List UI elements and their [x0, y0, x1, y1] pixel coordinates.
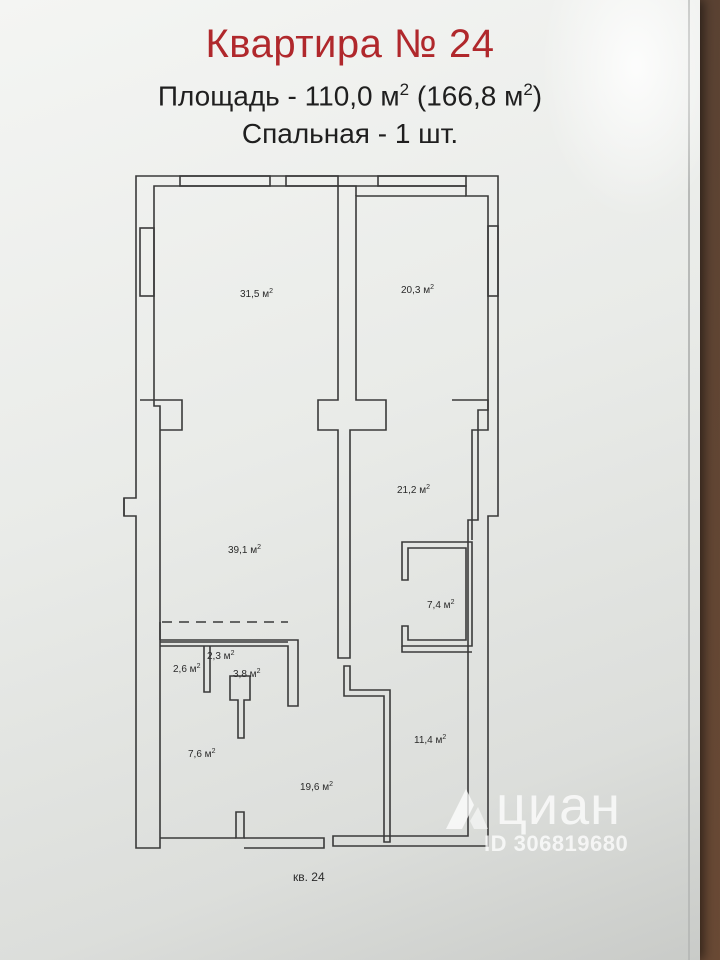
- area-close: ): [532, 80, 543, 112]
- room-area-label: 3,8 м2: [233, 668, 261, 680]
- room-area-label: 2,3 м2: [207, 650, 235, 662]
- central-wall: [317, 186, 466, 659]
- window-left: [139, 227, 155, 297]
- room-7-4-walls: [401, 541, 473, 647]
- area-total-sup: 2: [523, 80, 533, 99]
- utility-top-wall: [160, 639, 299, 707]
- window-top-3: [377, 175, 467, 187]
- floor-plan-board: Квартира № 24 Площадь - 110,0 м2 (166,8 …: [0, 0, 700, 960]
- plan-walls: [123, 175, 499, 849]
- bottom-wall-mid: [244, 837, 325, 849]
- window-right: [487, 225, 499, 297]
- room-11-4-top: [401, 646, 472, 653]
- room-area-label: 31,5 м2: [240, 288, 273, 300]
- room-area-label: 7,4 м2: [427, 599, 455, 611]
- area-line: Площадь - 110,0 м2 (166,8 м2): [0, 80, 700, 112]
- left-column: [140, 399, 183, 431]
- area-sup: 2: [399, 80, 410, 99]
- room-labels: 31,5 м2 20,3 м2 21,2 м2 39,1 м2 7,4 м2 2…: [173, 284, 455, 884]
- room-area-label: 11,4 м2: [414, 734, 446, 746]
- right-column: [452, 399, 489, 540]
- floor-plan: 31,5 м2 20,3 м2 21,2 м2 39,1 м2 7,4 м2 2…: [123, 175, 499, 884]
- bath-pillar: [229, 675, 251, 739]
- room-area-label: 20,3 м2: [401, 284, 434, 296]
- watermark-id: ID 306819680: [484, 831, 629, 856]
- area-total: (166,8 м: [409, 80, 524, 112]
- outer-wall: [123, 175, 499, 849]
- area-label: Площадь - 110,0 м: [157, 80, 400, 112]
- wc-wall: [203, 646, 211, 693]
- room-area-label: 39,1 м2: [228, 544, 261, 556]
- plan-caption: кв. 24: [293, 870, 325, 884]
- room-area-label: 19,6 м2: [300, 781, 333, 793]
- cian-logo-icon: [446, 789, 488, 829]
- room-area-label: 21,2 м2: [397, 484, 430, 496]
- room-area-label: 2,6 м2: [173, 663, 201, 675]
- plan-sheet: [10, 0, 690, 960]
- door-jamb: [235, 811, 245, 839]
- room-11-4-left-wall: [343, 665, 391, 843]
- bedrooms-line: Спальная - 1 шт.: [241, 118, 459, 149]
- apartment-title: Квартира № 24: [205, 22, 495, 66]
- window-top-1: [179, 175, 271, 187]
- central-wall-top: [338, 185, 357, 196]
- window-top-2: [285, 175, 339, 187]
- watermark-brand: циан: [496, 776, 621, 836]
- room-area-label: 7,6 м2: [188, 748, 216, 760]
- watermark: циан ID 306819680: [440, 775, 680, 875]
